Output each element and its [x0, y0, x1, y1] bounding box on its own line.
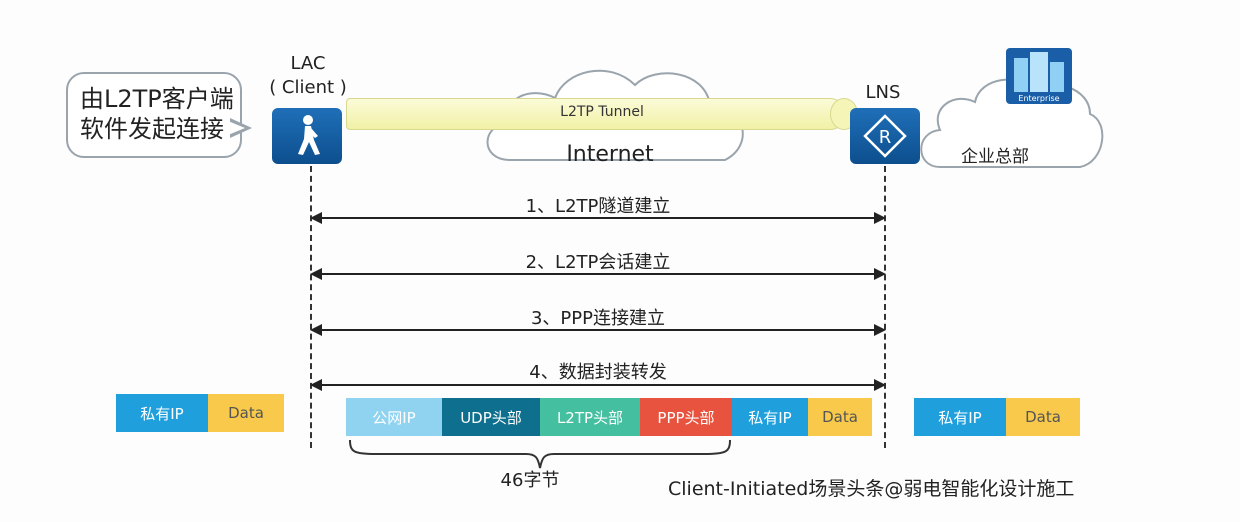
walking-person-icon: [298, 115, 320, 155]
lns-label: LNS: [865, 82, 901, 103]
middle-packet-data-label: Data: [822, 408, 858, 426]
lns-router-device: R: [850, 108, 920, 164]
middle-packet-l2tp-header-label: L2TP头部: [556, 408, 624, 427]
step-3-arrow-right-head: [874, 324, 886, 336]
step-1-arrow: [312, 217, 884, 219]
right-packet-private-ip: 私有IP: [914, 398, 1006, 436]
middle-packet-udp-header: UDP头部: [442, 398, 540, 436]
right-packet-data-label: Data: [1025, 408, 1061, 426]
step-2-arrow-left-head: [310, 268, 322, 280]
step-3-label: 3、PPP连接建立: [530, 308, 665, 329]
hq-label: 企业总部: [961, 147, 1029, 167]
middle-packet-l2tp-header: L2TP头部: [540, 398, 640, 436]
middle-packet-private-ip-label: 私有IP: [748, 408, 792, 427]
step-3-arrow-left-head: [310, 324, 322, 336]
router-letter: R: [879, 127, 892, 148]
speech-bubble: [66, 72, 242, 158]
step-4-arrow-left-head: [310, 379, 322, 391]
router-icon: R: [863, 114, 907, 158]
lac-label-line-2: ( Client ): [269, 77, 347, 98]
right-packet-private-ip-label: 私有IP: [938, 408, 982, 427]
bubble-line-1: 由L2TP客户端: [80, 85, 234, 113]
lac-label: LAC ( Client ): [256, 52, 360, 100]
step-1-arrow-left-head: [310, 212, 322, 224]
lac-client-device: [272, 108, 342, 164]
enterprise-building-icon: Enterprise: [1006, 48, 1072, 104]
middle-packet-public-ip: 公网IP: [346, 398, 442, 436]
speech-bubble-text: 由L2TP客户端 软件发起连接: [80, 84, 240, 144]
internet-label: Internet: [566, 142, 654, 167]
step-4-arrow-right-head: [874, 379, 886, 391]
step-2-arrow-right-head: [874, 268, 886, 280]
building-icon: Enterprise: [1014, 52, 1064, 103]
lac-label-line-1: LAC: [290, 53, 326, 74]
right-packet-data: Data: [1006, 398, 1080, 436]
bubble-line-2: 软件发起连接: [80, 115, 224, 143]
middle-packet-ppp-header-label: PPP头部: [657, 408, 715, 427]
caption: Client-Initiated场景头条@弱电智能化设计施工: [668, 478, 1075, 500]
header-brace: [349, 439, 731, 469]
speech-bubble-tail-fill: [228, 121, 245, 135]
middle-packet-public-ip-label: 公网IP: [372, 408, 416, 427]
left-packet-private-ip: 私有IP: [116, 394, 208, 432]
lac-lifeline: [310, 166, 312, 448]
middle-packet-ppp-header: PPP头部: [640, 398, 732, 436]
enterprise-sign-text: Enterprise: [1018, 94, 1059, 103]
left-packet-private-ip-label: 私有IP: [140, 404, 184, 423]
step-3-arrow: [312, 329, 884, 331]
step-1-arrow-right-head: [874, 212, 886, 224]
tunnel-label: L2TP Tunnel: [560, 104, 644, 120]
step-4-label: 4、数据封装转发: [529, 362, 667, 383]
step-2-label: 2、L2TP会话建立: [525, 252, 671, 273]
step-2-arrow: [312, 273, 884, 275]
step-1-label: 1、L2TP隧道建立: [525, 196, 671, 217]
left-packet-data: Data: [208, 394, 284, 432]
middle-packet-data: Data: [808, 398, 872, 436]
brace-label: 46字节: [500, 470, 560, 491]
middle-packet-private-ip: 私有IP: [732, 398, 808, 436]
middle-packet-udp-header-label: UDP头部: [460, 408, 522, 427]
left-packet-data-label: Data: [228, 404, 264, 422]
lns-lifeline: [884, 166, 886, 448]
step-4-arrow: [312, 384, 884, 386]
l2tp-tunnel: [346, 98, 846, 130]
